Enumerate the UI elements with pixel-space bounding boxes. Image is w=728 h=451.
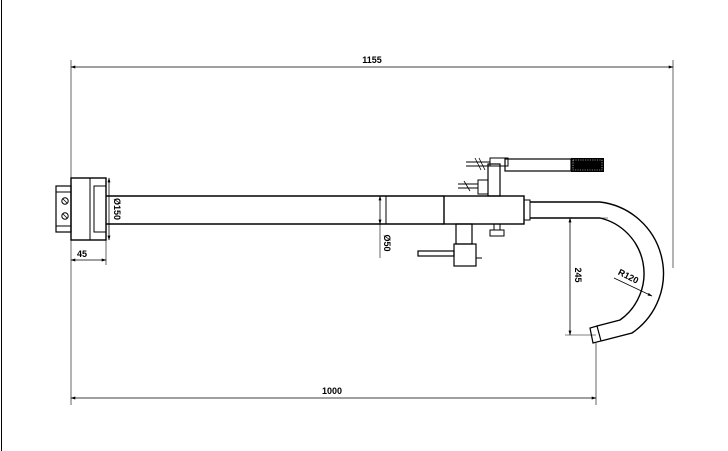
dim-flange-depth: 45 xyxy=(70,240,107,265)
wall-flange xyxy=(55,177,107,241)
dim-flange-diameter: Ø150 xyxy=(107,177,122,241)
dim-overall-length: 1155 xyxy=(70,55,674,268)
bottom-fitting xyxy=(489,223,505,237)
spout xyxy=(523,199,665,344)
dim-arm-diameter: Ø50 xyxy=(378,195,392,258)
overall-length-label: 1155 xyxy=(362,55,382,65)
flange-diameter-label: Ø150 xyxy=(112,198,122,220)
vertical-drop-label: 245 xyxy=(573,267,583,282)
spout-reach-label: 1000 xyxy=(322,386,342,396)
lever-handle xyxy=(417,223,482,267)
flange-depth-label: 45 xyxy=(77,249,87,259)
arm-diameter-label: Ø50 xyxy=(382,234,392,251)
dim-vertical-drop: 245 xyxy=(565,217,608,336)
horizontal-arm xyxy=(106,195,444,225)
flange-knob-top xyxy=(61,197,69,205)
shower-head xyxy=(571,158,604,172)
hand-shower xyxy=(466,157,604,172)
dim-bend-radius: R120 xyxy=(613,267,653,297)
spout-outlet xyxy=(589,325,602,344)
dim-spout-reach: 1000 xyxy=(70,240,597,405)
diverter xyxy=(458,179,489,195)
bend-radius-label: R120 xyxy=(617,267,641,286)
flange-knob-bottom xyxy=(61,212,69,220)
